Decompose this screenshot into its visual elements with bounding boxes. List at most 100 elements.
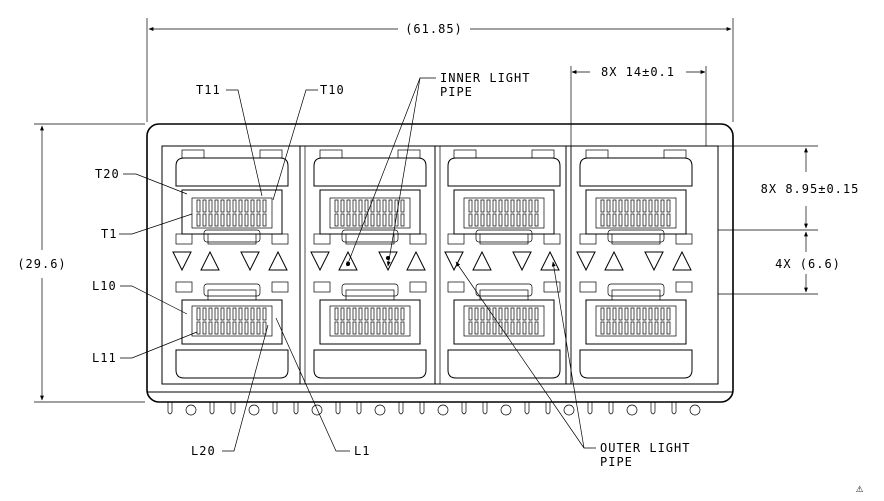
- svg-text:T11: T11: [196, 83, 221, 97]
- light-pipe-down-triangle: [576, 251, 596, 272]
- warning-icon: ⚠: [856, 481, 864, 495]
- row-spacing-dimension: 4X (6.6): [775, 231, 841, 293]
- board-pin: [650, 402, 656, 415]
- latch-bar: [475, 283, 533, 297]
- board-pin: [671, 402, 677, 415]
- callout-t10: T10: [272, 83, 344, 201]
- latch-bar: [607, 229, 665, 243]
- board-pin: [230, 402, 236, 415]
- board-pin: [461, 402, 467, 415]
- light-pipe-down-triangle: [240, 251, 260, 272]
- overall-height-dimension: (29.6): [17, 123, 145, 403]
- light-pipe-up-triangle: [540, 250, 560, 271]
- light-pipe-down-triangle: [644, 251, 664, 272]
- latch-tab: [313, 233, 331, 245]
- port-height-label: 8X 8.95±0.15: [761, 182, 860, 196]
- callout-inner-light-pipe: INNER LIGHT PIPE: [346, 71, 530, 267]
- board-pin: [500, 404, 512, 416]
- svg-text:INNER LIGHT: INNER LIGHT: [440, 71, 530, 85]
- light-pipe-up-triangle: [406, 250, 426, 271]
- row-spacing-label: 4X (6.6): [775, 257, 841, 271]
- svg-text:T20: T20: [95, 167, 120, 181]
- light-pipe-down-triangle: [172, 251, 192, 272]
- lower-port-2: [313, 289, 427, 379]
- callout-l11: L11: [92, 331, 198, 365]
- svg-text:T1: T1: [101, 227, 117, 241]
- callout-t20: T20: [95, 167, 188, 195]
- latch-tab: [543, 281, 561, 293]
- board-pin: [524, 402, 530, 415]
- svg-text:L11: L11: [92, 351, 117, 365]
- lower-port-4: [579, 289, 693, 379]
- svg-text:PIPE: PIPE: [600, 455, 633, 469]
- upper-port-2: [313, 149, 427, 245]
- board-pin: [335, 402, 341, 415]
- latch-tab: [175, 281, 193, 293]
- latch-tab: [175, 233, 193, 245]
- overall-width-dimension: (61.85): [146, 18, 734, 122]
- connector-housing: [146, 123, 734, 403]
- latch-tab: [675, 233, 693, 245]
- board-pin: [587, 402, 593, 415]
- port-array: [175, 149, 693, 379]
- overall-width-label: (61.85): [405, 22, 463, 36]
- upper-port-3: [447, 149, 561, 245]
- svg-text:OUTER LIGHT: OUTER LIGHT: [600, 441, 690, 455]
- board-pin: [563, 404, 575, 416]
- port-pitch-label: 8X 14±0.1: [601, 65, 675, 79]
- latch-tab: [271, 233, 289, 245]
- board-pin: [437, 404, 449, 416]
- board-pin: [209, 402, 215, 415]
- upper-port-1: [175, 149, 289, 245]
- board-pin: [272, 402, 278, 415]
- svg-text:PIPE: PIPE: [440, 85, 473, 99]
- light-pipe-row: [172, 250, 692, 272]
- board-pin: [608, 402, 614, 415]
- latch-bar: [607, 283, 665, 297]
- board-pin: [293, 402, 299, 415]
- latch-tab: [447, 281, 465, 293]
- board-pin: [185, 404, 197, 416]
- board-pin: [626, 404, 638, 416]
- callout-t1: T1: [101, 213, 193, 241]
- latch-tab: [409, 281, 427, 293]
- port-pitch-dimension: 8X 14±0.1: [570, 65, 707, 384]
- latch-tab: [579, 281, 597, 293]
- board-pin: [419, 402, 425, 415]
- svg-text:L20: L20: [191, 444, 216, 458]
- overall-height-label: (29.6): [17, 257, 66, 271]
- latch-tab: [409, 233, 427, 245]
- latch-tab: [313, 281, 331, 293]
- board-pin: [374, 404, 386, 416]
- callout-t11: T11: [196, 83, 263, 197]
- light-pipe-up-triangle: [338, 250, 358, 271]
- board-pin: [248, 404, 260, 416]
- board-pin: [356, 402, 362, 415]
- port-height-dimension: 8X 8.95±0.15: [718, 145, 860, 295]
- light-pipe-down-triangle: [444, 251, 464, 272]
- lower-port-1: [175, 289, 289, 379]
- callout-l1: L1: [275, 317, 369, 458]
- board-pin: [398, 402, 404, 415]
- light-pipe-up-triangle: [200, 250, 220, 271]
- board-pins: [167, 402, 701, 416]
- light-pipe-down-triangle: [310, 251, 330, 272]
- callout-l20: L20: [191, 324, 269, 458]
- svg-text:L10: L10: [92, 279, 117, 293]
- latch-bar: [203, 283, 261, 297]
- callout-outer-light-pipe: OUTER LIGHT PIPE: [455, 261, 690, 469]
- light-pipe-down-triangle: [378, 251, 398, 272]
- lower-port-3: [447, 289, 561, 379]
- light-pipe-down-triangle: [512, 251, 532, 272]
- latch-bar: [475, 229, 533, 243]
- light-pipe-up-triangle: [672, 250, 692, 271]
- latch-tab: [447, 233, 465, 245]
- board-pin: [689, 404, 701, 416]
- board-pin: [482, 402, 488, 415]
- light-pipe-up-triangle: [604, 250, 624, 271]
- latch-bar: [341, 283, 399, 297]
- board-pin: [545, 402, 551, 415]
- board-pin: [311, 404, 323, 416]
- callout-l10: L10: [92, 279, 188, 315]
